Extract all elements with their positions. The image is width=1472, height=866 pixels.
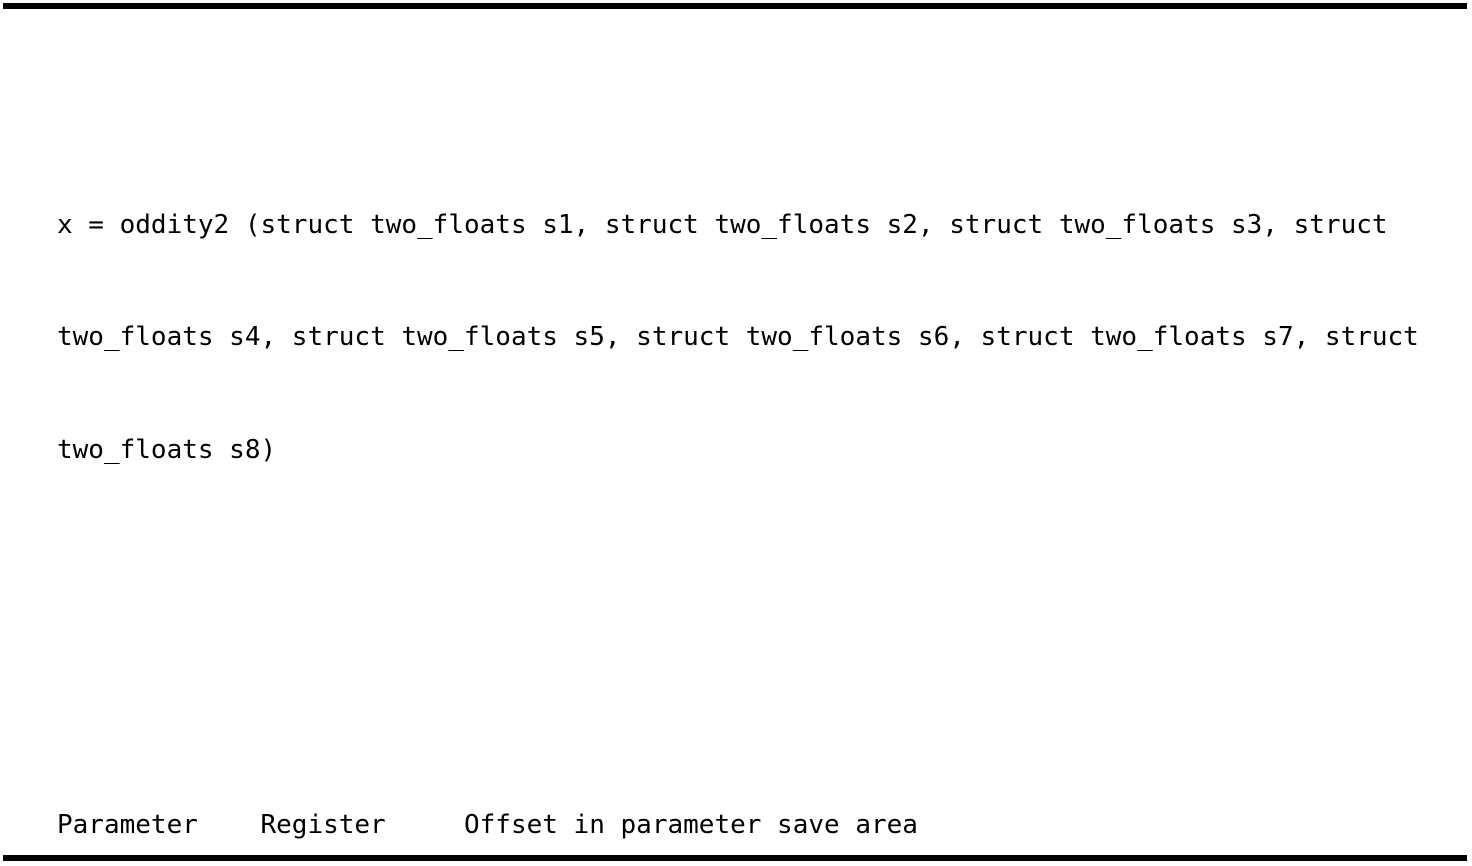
- figure-text: x = oddity2 (struct two_floats s1, struc…: [57, 19, 1472, 866]
- function-signature: x = oddity2 (struct two_floats s1, struc…: [57, 132, 1472, 545]
- bottom-rule: [3, 855, 1467, 861]
- signature-line: two_floats s8): [57, 434, 277, 465]
- signature-line: two_floats s4, struct two_floats s5, str…: [57, 322, 1419, 352]
- column-header-offset: Offset in parameter save area: [463, 809, 918, 840]
- table-header-row: Parameter Register Offset in parameter s…: [57, 807, 1472, 845]
- column-header-parameter: Parameter: [57, 809, 198, 840]
- blank-line: [57, 657, 1472, 695]
- top-rule: [3, 3, 1467, 9]
- column-header-register: Register: [260, 809, 386, 840]
- signature-line: x = oddity2 (struct two_floats s1, struc…: [57, 209, 1388, 240]
